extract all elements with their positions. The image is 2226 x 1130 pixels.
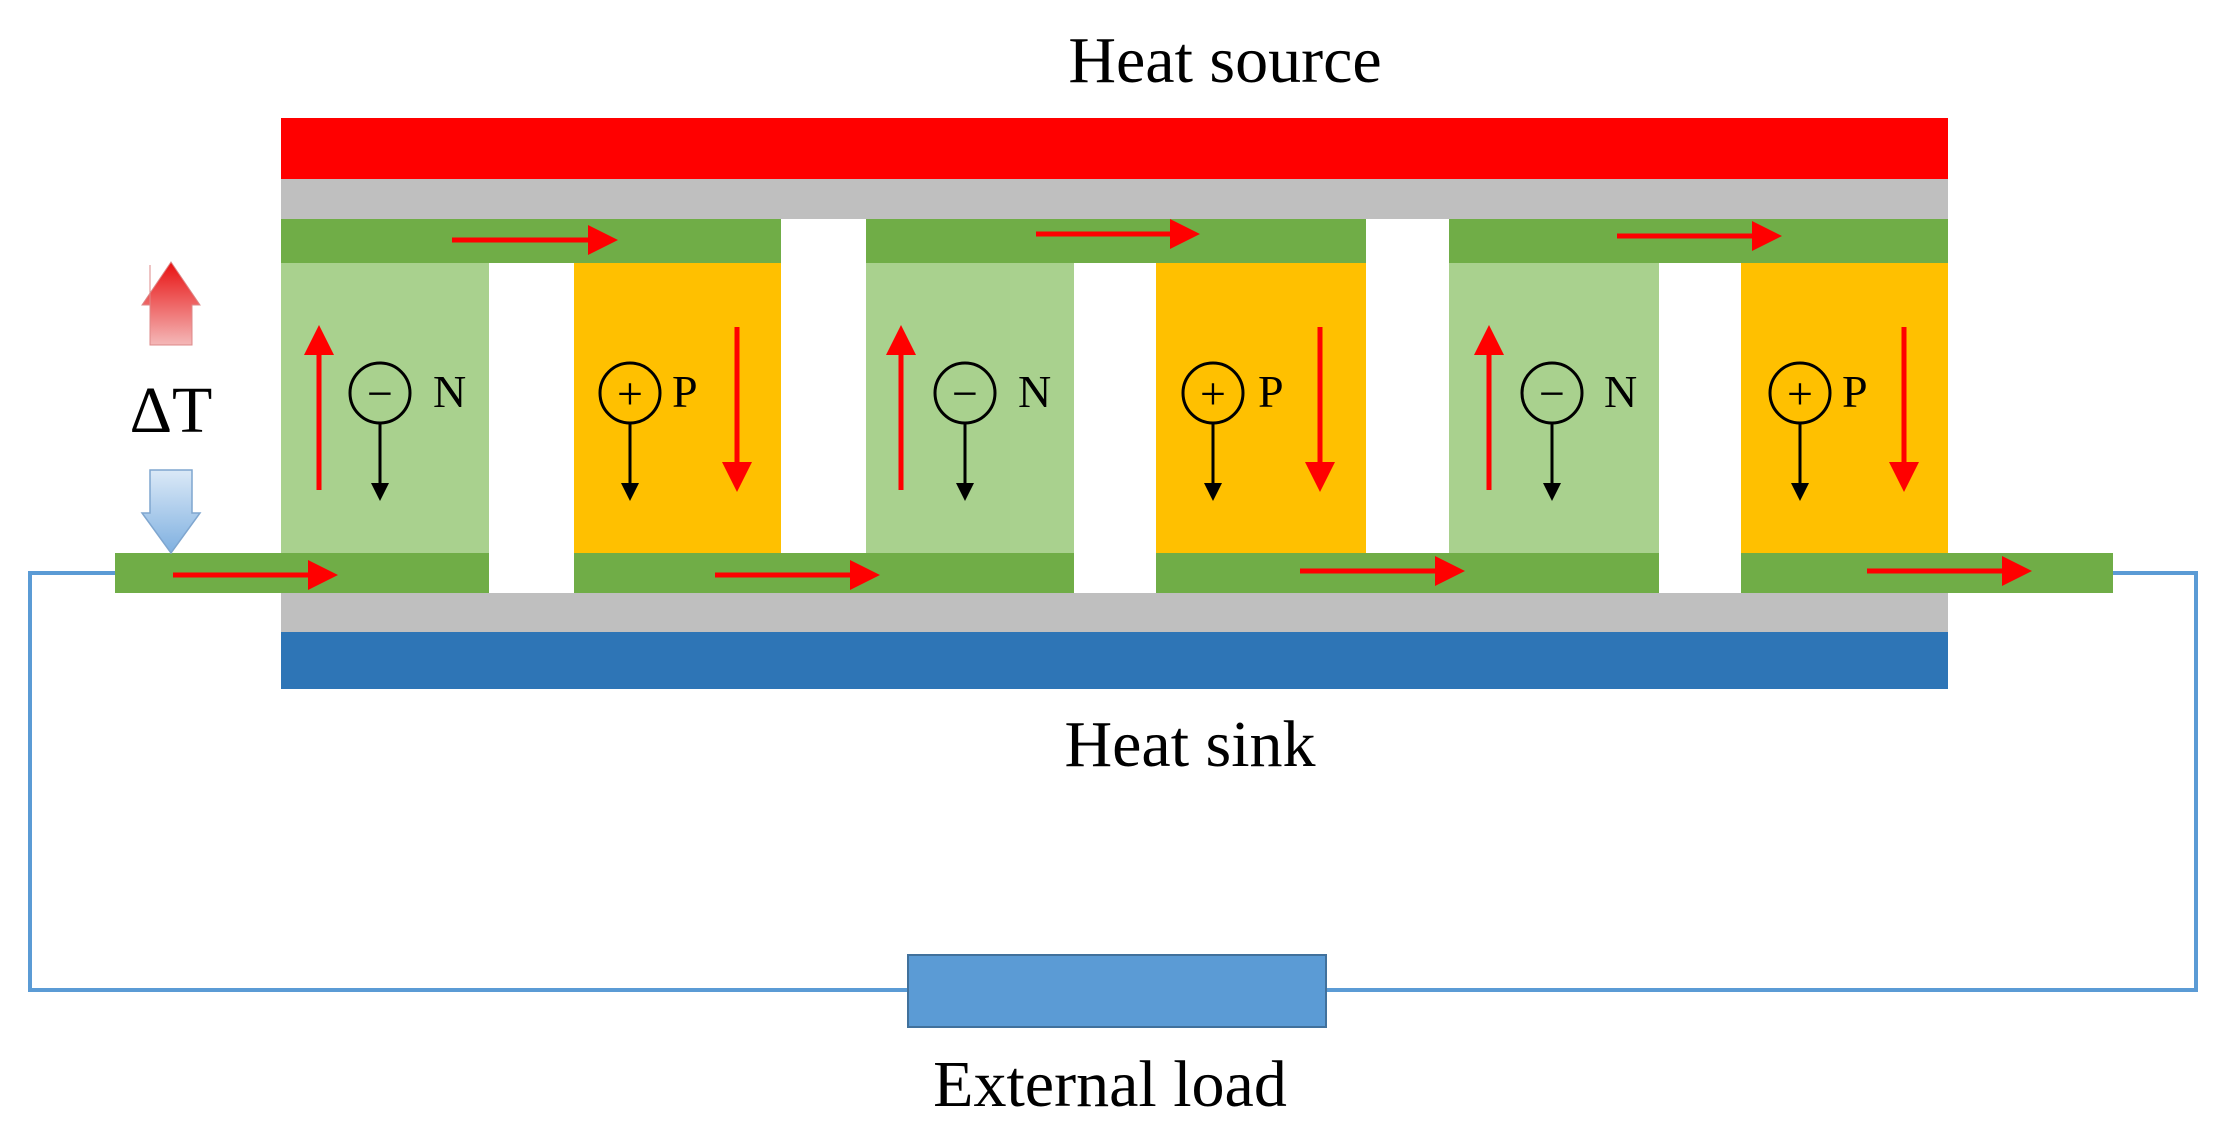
heat-source-label: Heat source: [1068, 24, 1381, 97]
n-type-leg: [1449, 263, 1659, 553]
down-arrow-icon: [140, 469, 202, 555]
carrier-sign: +: [1200, 368, 1226, 419]
leg-type-label: N: [433, 366, 466, 417]
carrier-hole: +: [598, 361, 662, 501]
top-electrode: [866, 219, 1366, 263]
external-load-label: External load: [933, 1048, 1287, 1121]
carrier-electron: −: [348, 361, 412, 501]
n-type-leg: [281, 263, 489, 553]
heat-source-plate: [281, 118, 1948, 179]
leg-type-label: P: [1258, 366, 1284, 417]
carrier-electron: −: [933, 361, 997, 501]
leg-type-label: N: [1018, 366, 1051, 417]
external-circuit-wire: [1326, 571, 2198, 992]
carrier-sign: −: [952, 368, 978, 419]
carrier-sign: −: [1539, 368, 1565, 419]
carrier-sign: +: [617, 368, 643, 419]
bottom-ceramic-layer: [281, 593, 1948, 632]
carrier-hole: +: [1181, 361, 1245, 501]
carrier-sign: −: [367, 368, 393, 419]
p-type-leg: [574, 263, 781, 553]
p-type-leg: [1156, 263, 1366, 553]
carrier-sign: +: [1787, 368, 1813, 419]
external-circuit-wire: [28, 571, 908, 992]
temperature-difference-indicator: ΔT: [130, 261, 213, 555]
leg-type-label: P: [672, 366, 698, 417]
leg-type-label: N: [1604, 366, 1637, 417]
leg-type-label: P: [1842, 366, 1868, 417]
top-ceramic-layer: [281, 179, 1948, 219]
carrier-electron: −: [1520, 361, 1584, 501]
heat-sink-plate: [281, 632, 1948, 689]
heat-sink-label: Heat sink: [1064, 708, 1315, 781]
top-electrode: [1449, 219, 1948, 263]
up-arrow-icon: [141, 261, 201, 346]
delta-t-label: ΔT: [130, 374, 213, 447]
carrier-hole: +: [1768, 361, 1832, 501]
external-load: [907, 954, 1327, 1028]
